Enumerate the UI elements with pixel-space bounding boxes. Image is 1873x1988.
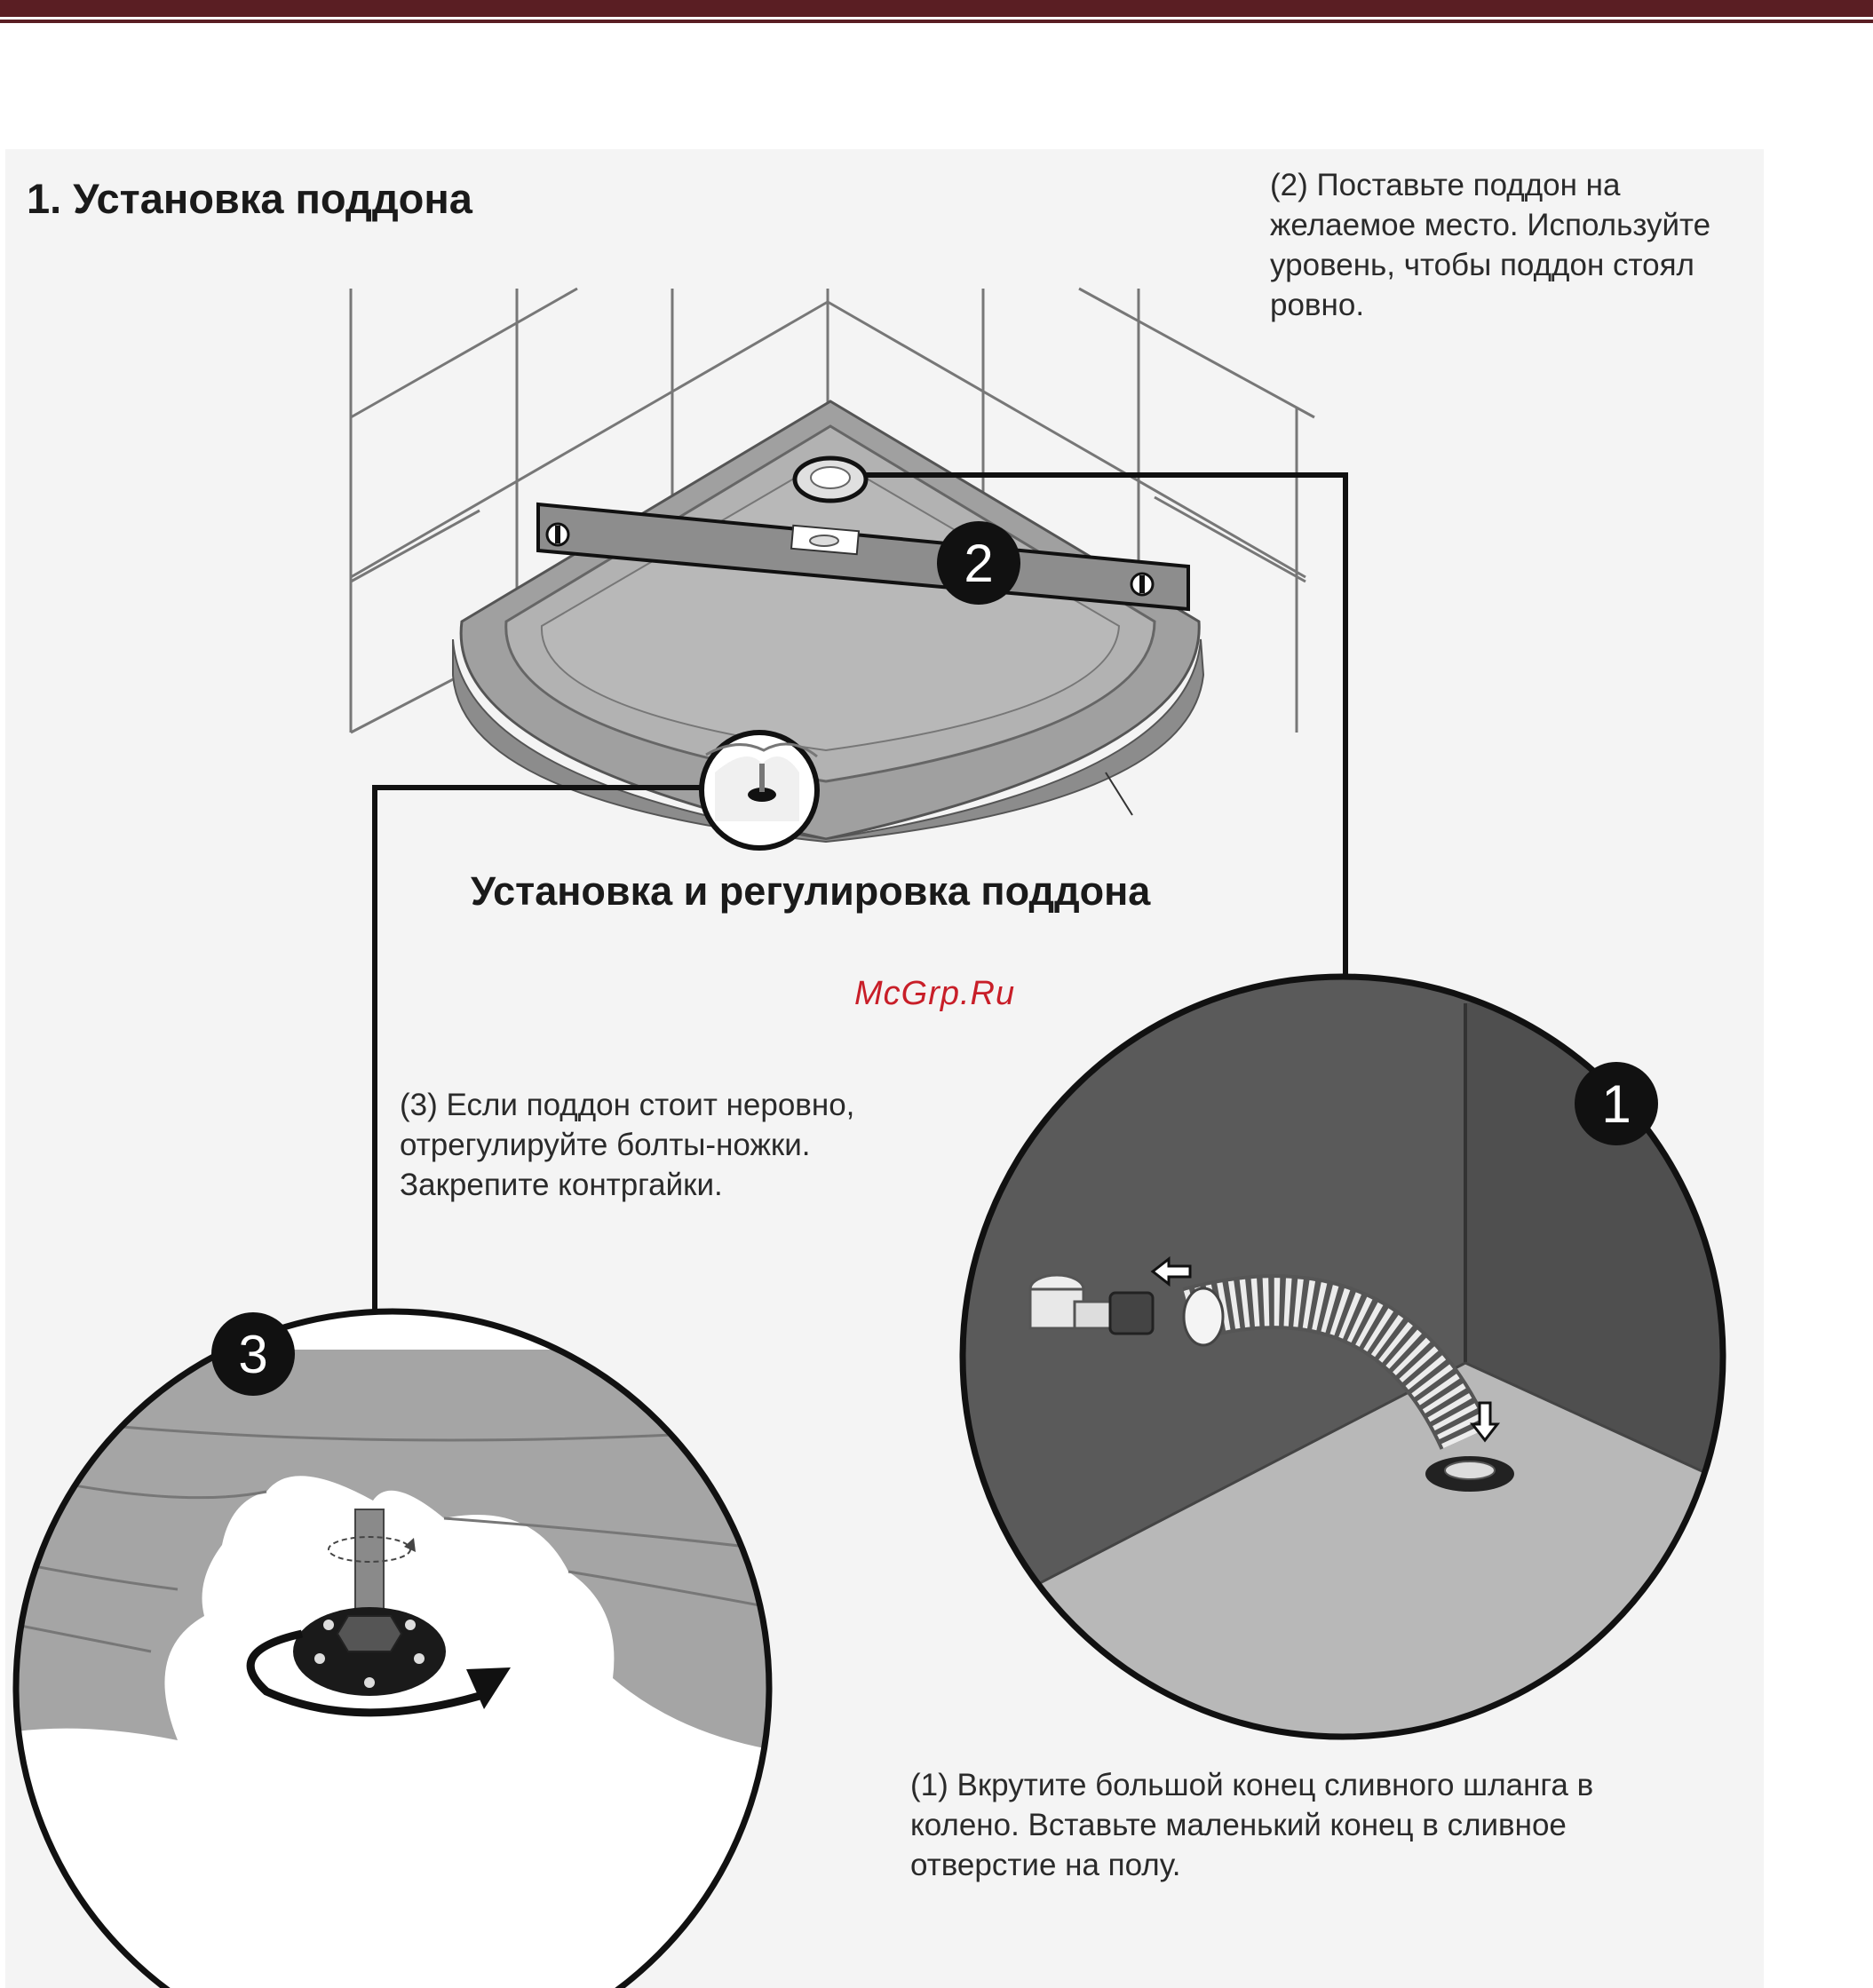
callout-connector-lines bbox=[372, 472, 1348, 1310]
foot-detail-callout bbox=[699, 730, 820, 851]
section-subtitle: Установка и регулировка поддона bbox=[471, 868, 1151, 914]
svg-text:2: 2 bbox=[964, 534, 993, 593]
page-title: 1. Установка поддона bbox=[27, 175, 472, 222]
watermark: McGrp.Ru bbox=[854, 975, 1016, 1012]
tray-drain-icon bbox=[792, 455, 869, 503]
top-rule bbox=[0, 0, 1873, 23]
svg-text:3: 3 bbox=[238, 1325, 267, 1384]
arrow-left-icon bbox=[1150, 1255, 1192, 1287]
elbow-fitting-icon bbox=[1028, 1273, 1155, 1335]
corner-shower-tray bbox=[452, 400, 1205, 844]
step-3-instruction: (3) Если поддон стоит неровно, отрегулир… bbox=[400, 1088, 855, 1202]
badge-2: 2 bbox=[937, 521, 1020, 605]
step-2-instruction: (2) Поставьте поддон на желаемое место. … bbox=[1270, 168, 1711, 322]
drain-hose-icon bbox=[1182, 1274, 1514, 1492]
svg-text:1: 1 bbox=[1601, 1074, 1631, 1134]
arrow-down-icon bbox=[1469, 1401, 1501, 1443]
badge-1: 1 bbox=[1575, 1062, 1658, 1145]
step-1-instruction: (1) Вкрутите большой конец сливного шлан… bbox=[910, 1768, 1594, 1882]
adjustable-foot-detail bbox=[12, 1308, 773, 1988]
adjustable-foot-icon bbox=[293, 1509, 446, 1696]
spirit-level-icon bbox=[536, 502, 1190, 612]
badge-3: 3 bbox=[211, 1312, 295, 1396]
rotate-arrow-icon bbox=[246, 1536, 511, 1717]
